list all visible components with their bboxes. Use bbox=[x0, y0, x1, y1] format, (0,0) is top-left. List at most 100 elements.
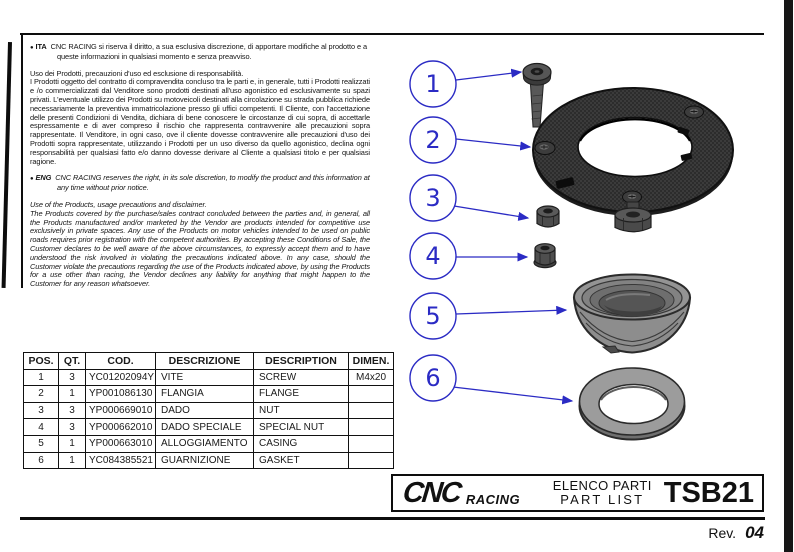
flange-screw-hole bbox=[622, 190, 642, 204]
part-flange bbox=[532, 87, 734, 233]
list-title-ita: ELENCO PARTI bbox=[552, 477, 652, 493]
balloon-3: 3 bbox=[409, 174, 457, 222]
cell-dimen bbox=[348, 451, 394, 470]
leader-arrow-5 bbox=[455, 305, 568, 315]
table-row: 3 3 YP000669010 DADO NUT bbox=[23, 401, 394, 420]
cell-descrizione: DADO bbox=[155, 401, 254, 420]
parts-table: POS. QT. COD. DESCRIZIONE DESCRIPTION DI… bbox=[23, 352, 394, 470]
cell-dimen bbox=[348, 401, 394, 420]
cell-qt: 1 bbox=[58, 451, 86, 470]
cell-pos: 6 bbox=[23, 451, 59, 470]
ita-usage-body: I Prodotti oggetto del contratto di comp… bbox=[30, 77, 370, 166]
cell-description: NUT bbox=[253, 401, 349, 420]
leader-arrows bbox=[452, 68, 574, 405]
cell-descrizione: FLANGIA bbox=[155, 385, 254, 403]
col-header-cod: COD. bbox=[85, 352, 156, 370]
cell-qt: 3 bbox=[58, 418, 86, 436]
cell-description: SPECIAL NUT bbox=[253, 418, 349, 436]
table-row: 1 3 YC01202094Y VITE SCREW M4x20 bbox=[23, 368, 394, 387]
part-special-nut bbox=[533, 243, 557, 269]
revision-label: Rev. bbox=[708, 525, 737, 541]
flange-screw-hole bbox=[534, 141, 556, 155]
balloon-5-number: 5 bbox=[425, 302, 440, 330]
part-casing bbox=[572, 273, 692, 354]
balloon-5: 5 bbox=[409, 292, 457, 340]
cell-qt: 1 bbox=[58, 434, 86, 453]
col-header-descrizione: DESCRIZIONE bbox=[155, 352, 254, 370]
part-nut bbox=[536, 205, 560, 228]
balloons: 1 2 3 4 5 6 bbox=[409, 60, 457, 402]
cell-dimen bbox=[348, 385, 394, 403]
disclaimer-eng-intro: ● ENG CNC RACING reserves the right, in … bbox=[30, 173, 370, 193]
cell-qt: 1 bbox=[58, 385, 86, 403]
cell-qt: 3 bbox=[58, 401, 86, 420]
leader-arrow-2 bbox=[455, 138, 532, 151]
table-row: 6 1 YC084385521 GUARNIZIONE GASKET bbox=[23, 451, 394, 470]
cell-description: SCREW bbox=[253, 368, 349, 387]
balloon-3-number: 3 bbox=[425, 184, 440, 212]
balloon-4: 4 bbox=[409, 232, 457, 280]
balloon-6: 6 bbox=[409, 354, 457, 402]
cell-descrizione: ALLOGGIAMENTO bbox=[155, 434, 254, 453]
ita-intro-text: CNC RACING si riserva il diritto, a sua … bbox=[50, 42, 368, 61]
disclaimer-block: ● ITA CNC RACING si riserva il diritto, … bbox=[21, 35, 373, 288]
disclaimer-ita-intro: ● ITA CNC RACING si riserva il diritto, … bbox=[30, 42, 370, 62]
col-header-qt: QT. bbox=[58, 352, 86, 370]
cell-dimen bbox=[348, 418, 394, 436]
list-title-eng: PART LIST bbox=[560, 492, 645, 507]
balloon-1-number: 1 bbox=[425, 70, 440, 98]
bullet-icon: ● bbox=[30, 45, 34, 51]
balloon-4-number: 4 bbox=[425, 242, 440, 270]
cell-dimen: M4x20 bbox=[348, 368, 394, 387]
cell-cod: YP000669010 bbox=[85, 401, 156, 420]
table-row: 4 3 YP000662010 DADO SPECIALE SPECIAL NU… bbox=[23, 418, 394, 436]
cell-cod: YP000663010 bbox=[85, 434, 156, 453]
col-header-dimen: DIMEN. bbox=[348, 352, 394, 370]
leader-arrow-1 bbox=[455, 68, 523, 81]
leader-arrow-6 bbox=[452, 386, 574, 405]
cell-pos: 3 bbox=[23, 401, 59, 420]
cell-dimen bbox=[348, 434, 394, 453]
revision: Rev. 04 bbox=[708, 523, 764, 543]
cell-cod: YC084385521 bbox=[85, 451, 156, 470]
cell-cod: YP000662010 bbox=[85, 418, 156, 436]
ita-usage-title: Uso dei Prodotti, precauzioni d'uso ed e… bbox=[30, 68, 244, 78]
cell-pos: 5 bbox=[23, 434, 59, 453]
eng-intro-text: CNC RACING reserves the right, in its so… bbox=[55, 173, 370, 193]
cell-cod: YP001086130 bbox=[85, 385, 156, 403]
logo-racing-text: RACING bbox=[465, 491, 521, 507]
parts-table-header-row: POS. QT. COD. DESCRIZIONE DESCRIPTION DI… bbox=[23, 352, 394, 370]
balloon-2-number: 2 bbox=[425, 126, 440, 154]
sheet-frame-bottom-line bbox=[20, 517, 765, 521]
col-header-description: DESCRIPTION bbox=[253, 352, 349, 370]
leader-arrow-3 bbox=[453, 205, 530, 221]
cell-qt: 3 bbox=[58, 368, 86, 387]
lang-tag-eng: ENG bbox=[35, 173, 52, 183]
part-gasket bbox=[578, 367, 686, 441]
col-header-pos: POS. bbox=[23, 352, 59, 370]
cell-pos: 4 bbox=[23, 418, 59, 436]
cell-cod: YC01202094Y bbox=[85, 368, 156, 387]
cell-pos: 2 bbox=[23, 385, 59, 403]
bullet-icon: ● bbox=[30, 176, 34, 183]
document-code: TSB21 bbox=[663, 476, 754, 509]
revision-value: 04 bbox=[745, 523, 764, 542]
scan-edge-right-bar bbox=[784, 0, 793, 552]
cell-descrizione: DADO SPECIALE bbox=[155, 418, 254, 436]
title-block: CNC RACING ELENCO PARTI PART LIST TSB21 bbox=[391, 474, 764, 512]
lang-tag-ita: ITA bbox=[35, 42, 47, 51]
balloon-6-number: 6 bbox=[425, 364, 440, 392]
table-row: 5 1 YP000663010 ALLOGGIAMENTO CASING bbox=[23, 434, 394, 453]
table-row: 2 1 YP001086130 FLANGIA FLANGE bbox=[23, 385, 394, 403]
cell-pos: 1 bbox=[23, 368, 59, 387]
sheet-frame-top-line bbox=[20, 33, 764, 36]
cell-descrizione: GUARNIZIONE bbox=[155, 451, 254, 470]
list-title: ELENCO PARTI PART LIST bbox=[552, 477, 652, 507]
cell-description: CASING bbox=[253, 434, 349, 453]
eng-usage-title: Use of the Products, usage precautions a… bbox=[30, 199, 207, 209]
flange-screw-hole bbox=[684, 105, 704, 119]
balloon-2: 2 bbox=[409, 116, 457, 164]
balloon-1: 1 bbox=[409, 60, 457, 108]
